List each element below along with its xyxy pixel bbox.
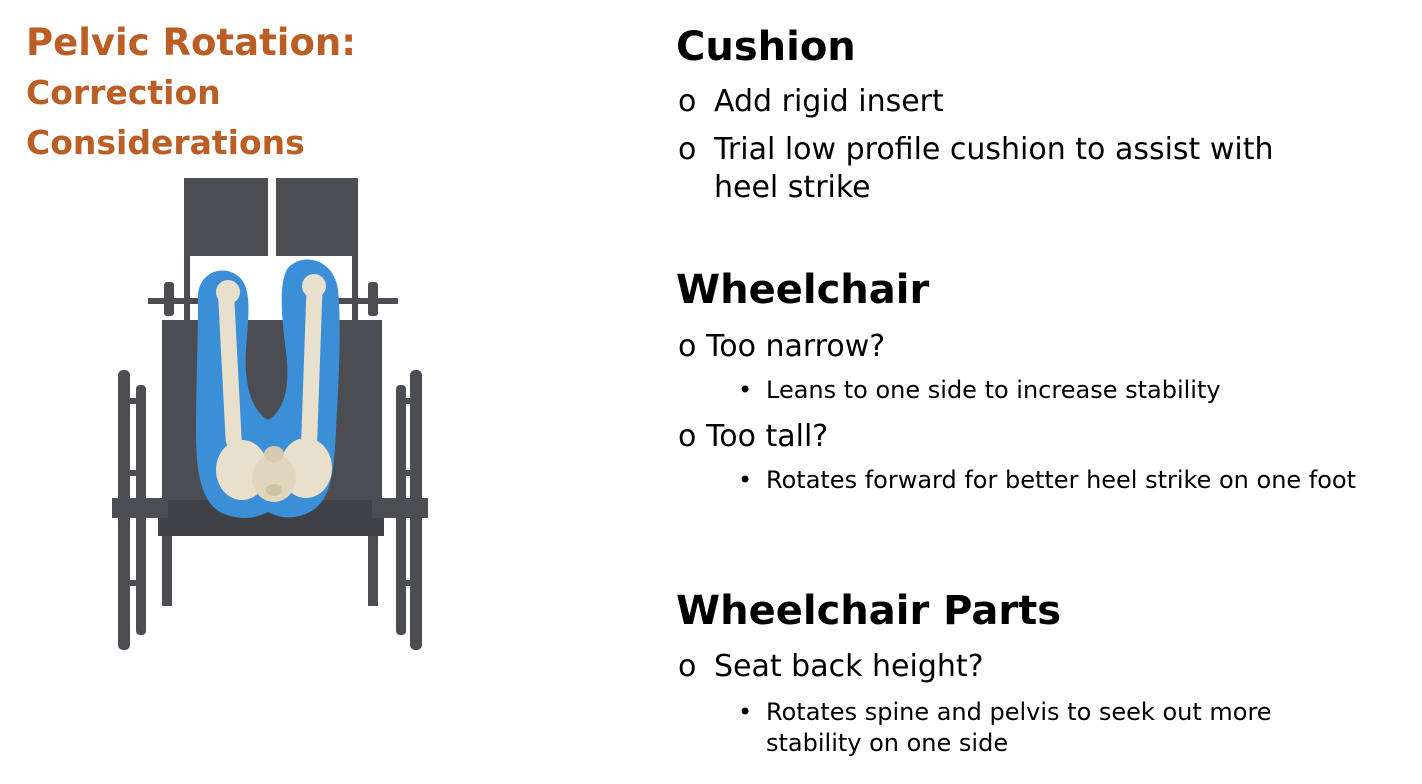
- hollow-bullet-icon: o: [678, 419, 697, 454]
- wheelchair-pelvis-illustration: [100, 170, 440, 660]
- hollow-bullet-icon: o: [678, 649, 697, 684]
- hollow-bullet-icon: o: [678, 329, 697, 364]
- sacrum: [252, 454, 296, 502]
- backrest-left-panel: [190, 178, 268, 256]
- sub-list-item: • Rotates spine and pelvis to seek out m…: [738, 697, 1346, 759]
- left-caster-post: [162, 536, 172, 606]
- right-femur: [301, 278, 323, 448]
- list-item: o Trial low profile cushion to assist wi…: [678, 131, 1338, 207]
- bullet-icon: •: [738, 376, 753, 404]
- sub-list-item-text: Rotates spine and pelvis to seek out mor…: [766, 698, 1272, 757]
- slide-title-block: Pelvic Rotation: Correction Consideratio…: [26, 18, 406, 168]
- list-item-text: Seat back height?: [714, 649, 984, 684]
- backrest-right-panel: [276, 178, 354, 256]
- slide-title: Pelvic Rotation:: [26, 21, 357, 64]
- slide-subtitle-line-2: Considerations: [26, 123, 305, 162]
- left-axle: [112, 498, 168, 518]
- list-item-text: Add rigid insert: [714, 84, 944, 119]
- list-item: o Seat back height?: [678, 648, 1378, 686]
- right-caster-post: [368, 536, 378, 606]
- list-item-text: Trial low profile cushion to assist with…: [714, 132, 1274, 205]
- wheelchair-with-pelvis-bones-icon: [112, 178, 428, 650]
- sub-list-item: • Rotates forward for better heel strike…: [738, 465, 1386, 496]
- sub-list-item-text: Leans to one side to increase stability: [766, 376, 1221, 404]
- section-heading-wheelchair-parts: Wheelchair Parts: [676, 588, 1061, 634]
- sub-list-item: • Leans to one side to increase stabilit…: [738, 375, 1406, 406]
- list-item-text: Too tall?: [706, 419, 829, 454]
- sub-list-item-text: Rotates forward for better heel strike o…: [766, 466, 1357, 494]
- list-item: o Add rigid insert: [678, 83, 1398, 121]
- hollow-bullet-icon: o: [678, 84, 697, 119]
- list-item: o Too tall?: [678, 418, 1378, 456]
- bullet-icon: •: [738, 466, 753, 494]
- hollow-bullet-icon: o: [678, 132, 697, 167]
- section-heading-wheelchair: Wheelchair: [676, 267, 930, 313]
- left-armrest: [148, 298, 208, 304]
- slide-subtitle-line-1: Correction: [26, 73, 221, 112]
- bullet-icon: •: [738, 698, 753, 726]
- left-femur: [218, 288, 242, 448]
- section-heading-cushion: Cushion: [676, 24, 856, 70]
- right-axle: [372, 498, 428, 518]
- list-item-text: Too narrow?: [706, 329, 886, 364]
- list-item: o Too narrow?: [678, 328, 1378, 366]
